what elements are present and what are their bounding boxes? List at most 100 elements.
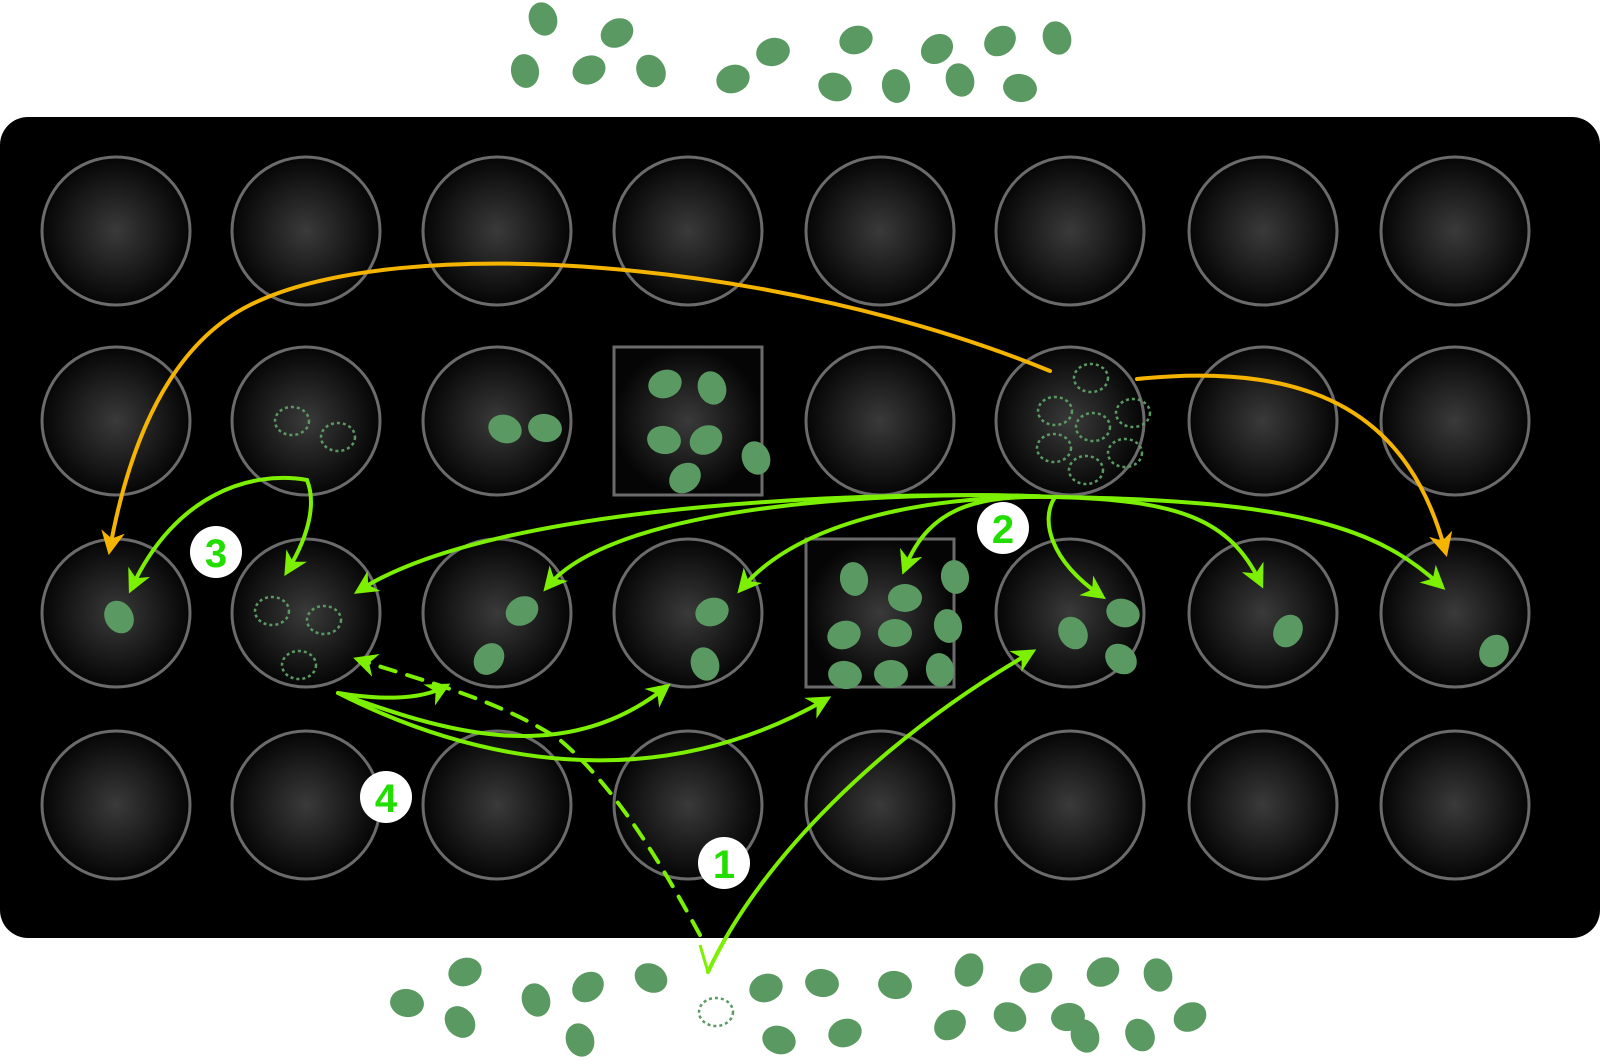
cell <box>690 647 720 681</box>
cell <box>510 54 540 88</box>
step-label-1: 1 <box>698 837 750 889</box>
cell <box>1125 1018 1155 1052</box>
step-label-4: 4 <box>360 771 412 823</box>
cell <box>828 660 862 690</box>
cell <box>756 37 790 67</box>
source-cells-top <box>510 2 1072 103</box>
cell <box>695 597 729 627</box>
well <box>1379 345 1531 497</box>
well-contents <box>104 362 1509 690</box>
multiwell-tray <box>0 117 1600 938</box>
cell <box>741 441 771 475</box>
green-arrow-1-tail <box>698 944 710 973</box>
cell <box>839 562 869 596</box>
cell <box>925 653 955 687</box>
cell <box>448 957 482 987</box>
cell <box>818 72 852 102</box>
well <box>804 345 956 497</box>
cell <box>805 968 839 998</box>
cell <box>488 414 522 444</box>
cell <box>827 620 861 650</box>
step-label-2: 2 <box>977 502 1029 554</box>
well <box>40 729 192 881</box>
empty-cell <box>280 649 318 681</box>
well <box>994 729 1146 881</box>
cell <box>444 1006 476 1038</box>
empty-cell <box>273 405 311 437</box>
cell <box>1173 1002 1207 1032</box>
cell <box>945 63 975 97</box>
svg-text:4: 4 <box>375 777 398 821</box>
cell <box>648 369 682 399</box>
cell <box>874 660 908 688</box>
cell <box>473 643 505 675</box>
empty-cell <box>253 595 291 627</box>
well <box>1187 729 1339 881</box>
cell <box>940 560 970 594</box>
cell <box>505 596 539 626</box>
cell <box>600 18 634 48</box>
cell <box>669 462 701 494</box>
well <box>804 729 956 881</box>
green-arrow-2b <box>543 493 1057 592</box>
empty-cell <box>1067 454 1105 486</box>
green-arrow-2d <box>900 494 1057 575</box>
cell <box>521 983 551 1017</box>
well <box>1379 155 1531 307</box>
cell <box>1019 963 1053 993</box>
well <box>40 155 192 307</box>
step-labels: 1 2 3 4 <box>190 502 1029 889</box>
well <box>1187 537 1339 689</box>
green-arrow-2e <box>1046 495 1106 600</box>
cell <box>762 1025 796 1055</box>
empty-cell <box>319 421 357 453</box>
well <box>1379 537 1531 689</box>
well <box>230 537 382 689</box>
cell <box>572 971 604 1003</box>
cell <box>1273 614 1303 648</box>
well <box>230 729 382 881</box>
well <box>612 155 764 307</box>
empty-cell <box>305 604 343 636</box>
green-arrow-2g <box>1053 495 1446 590</box>
well <box>994 345 1146 497</box>
green-arrow-3b <box>284 478 313 577</box>
empty-cell <box>1035 432 1073 464</box>
cell <box>634 963 668 993</box>
orange-arrow-left <box>101 261 1052 556</box>
cell <box>528 413 562 443</box>
cell <box>1058 616 1088 650</box>
cell <box>993 1002 1027 1032</box>
cell <box>390 988 424 1018</box>
cell <box>1105 643 1137 675</box>
cell <box>749 973 783 1003</box>
empty-cell <box>1072 362 1110 394</box>
cell <box>1051 1002 1085 1032</box>
step-label-3: 3 <box>190 526 242 578</box>
empty-cell <box>1114 397 1152 429</box>
cell <box>565 1023 595 1057</box>
green-arrow-4a <box>336 683 451 706</box>
well-grid <box>40 155 1531 881</box>
green-arrow-4c <box>336 691 832 763</box>
cell <box>828 1018 862 1048</box>
empty-cell <box>1036 395 1074 427</box>
transfer-arrows <box>101 261 1453 974</box>
cell <box>888 584 922 612</box>
cell <box>636 54 666 88</box>
well <box>230 155 382 307</box>
cell <box>647 425 681 455</box>
cell <box>528 2 558 36</box>
cell <box>878 970 912 1000</box>
cell <box>954 953 984 987</box>
cell <box>933 609 963 643</box>
green-arrow-4b <box>336 683 671 738</box>
cell <box>920 33 954 65</box>
cell <box>716 64 750 94</box>
well <box>1379 729 1531 881</box>
cell <box>881 69 911 103</box>
cell <box>697 371 727 405</box>
well <box>421 729 573 881</box>
cell <box>878 619 912 647</box>
